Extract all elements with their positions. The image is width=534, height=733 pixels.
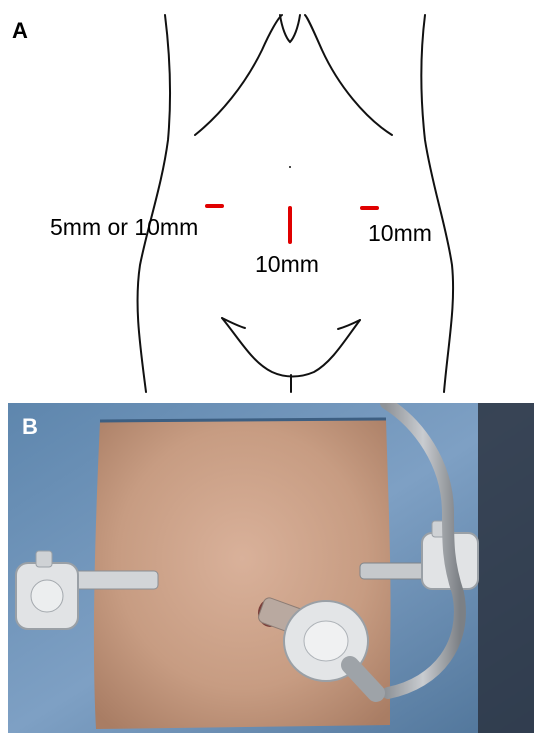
dark-corner [478,403,534,733]
right-port-size-label: 10mm [368,222,432,245]
right-torso-contour [421,15,453,392]
rib-arch-right [305,15,392,135]
abdomen-outline-drawing [0,0,534,395]
rib-arch [195,15,282,135]
panel-letter-b: B [22,416,38,438]
surgical-photo-illustration [8,403,534,733]
left-torso-contour [138,15,171,392]
panel-a-diagram: A 5mm or 10mm 10mm 10mm [0,0,534,395]
umbilical-port-size-label: 10mm [255,253,319,276]
xiphoid [280,15,300,42]
left-port-size-label: 5mm or 10mm [50,216,198,239]
panel-b-photo [8,403,534,733]
panel-letter-a: A [12,20,28,42]
